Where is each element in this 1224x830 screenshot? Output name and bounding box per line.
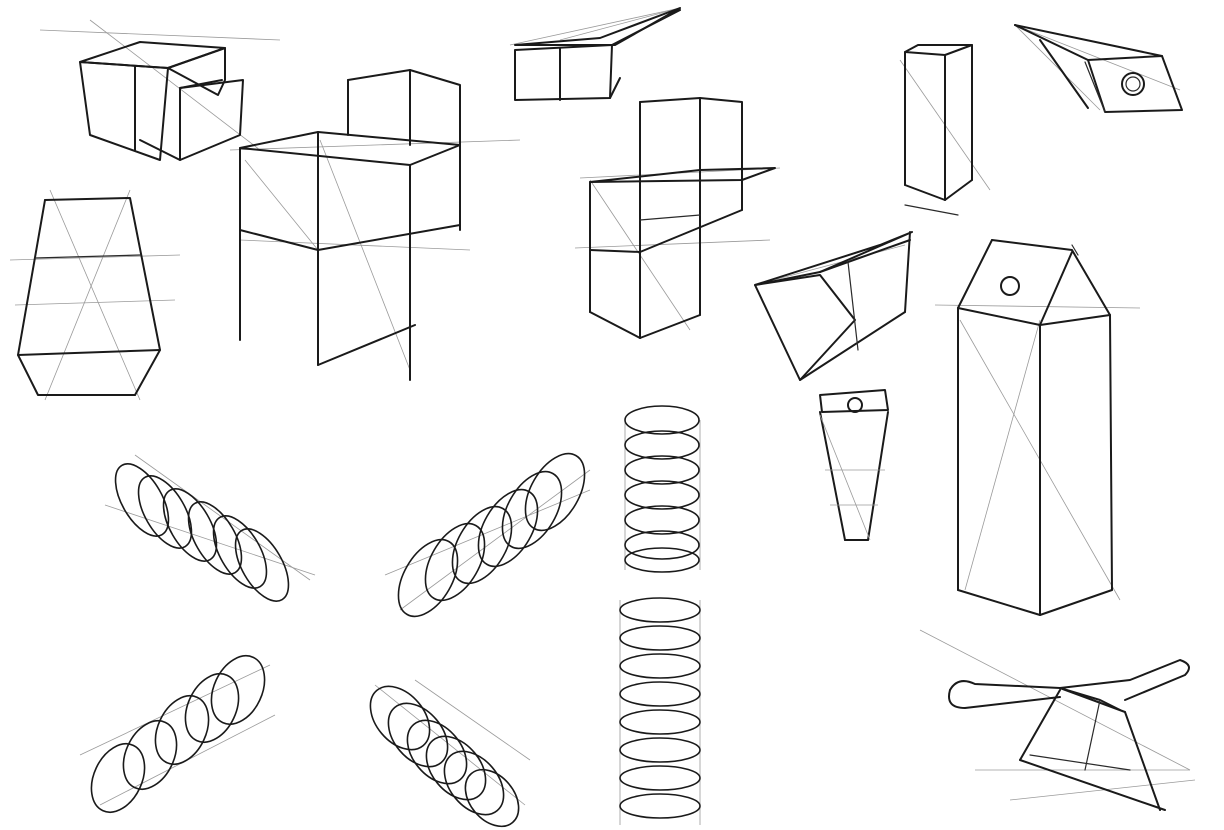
flat-box-perspective-sketch — [509, 7, 681, 101]
tall-box-construction-sketch — [229, 69, 521, 381]
tapered-cup-sketch — [9, 189, 181, 401]
clip-sketch — [919, 629, 1196, 811]
diagonal-coil-right — [384, 452, 591, 618]
bottle-cap-box-sketch — [1014, 24, 1183, 113]
diagonal-coil-lower-left — [79, 655, 276, 813]
diagonal-coil-left — [104, 454, 316, 602]
vertical-coil-top — [624, 405, 701, 573]
diagonal-coil-lower-middle — [369, 679, 531, 828]
stacked-boxes-sketch — [39, 19, 281, 161]
vertical-coil-bottom — [619, 597, 701, 825]
long-box-sketch — [754, 231, 913, 381]
coil-spring-sketches — [79, 405, 701, 828]
stepped-box-sketch — [574, 97, 781, 339]
small-carton-sketch — [819, 389, 889, 541]
milk-carton-sketch — [934, 239, 1141, 616]
thin-tall-box-sketch — [899, 44, 991, 216]
